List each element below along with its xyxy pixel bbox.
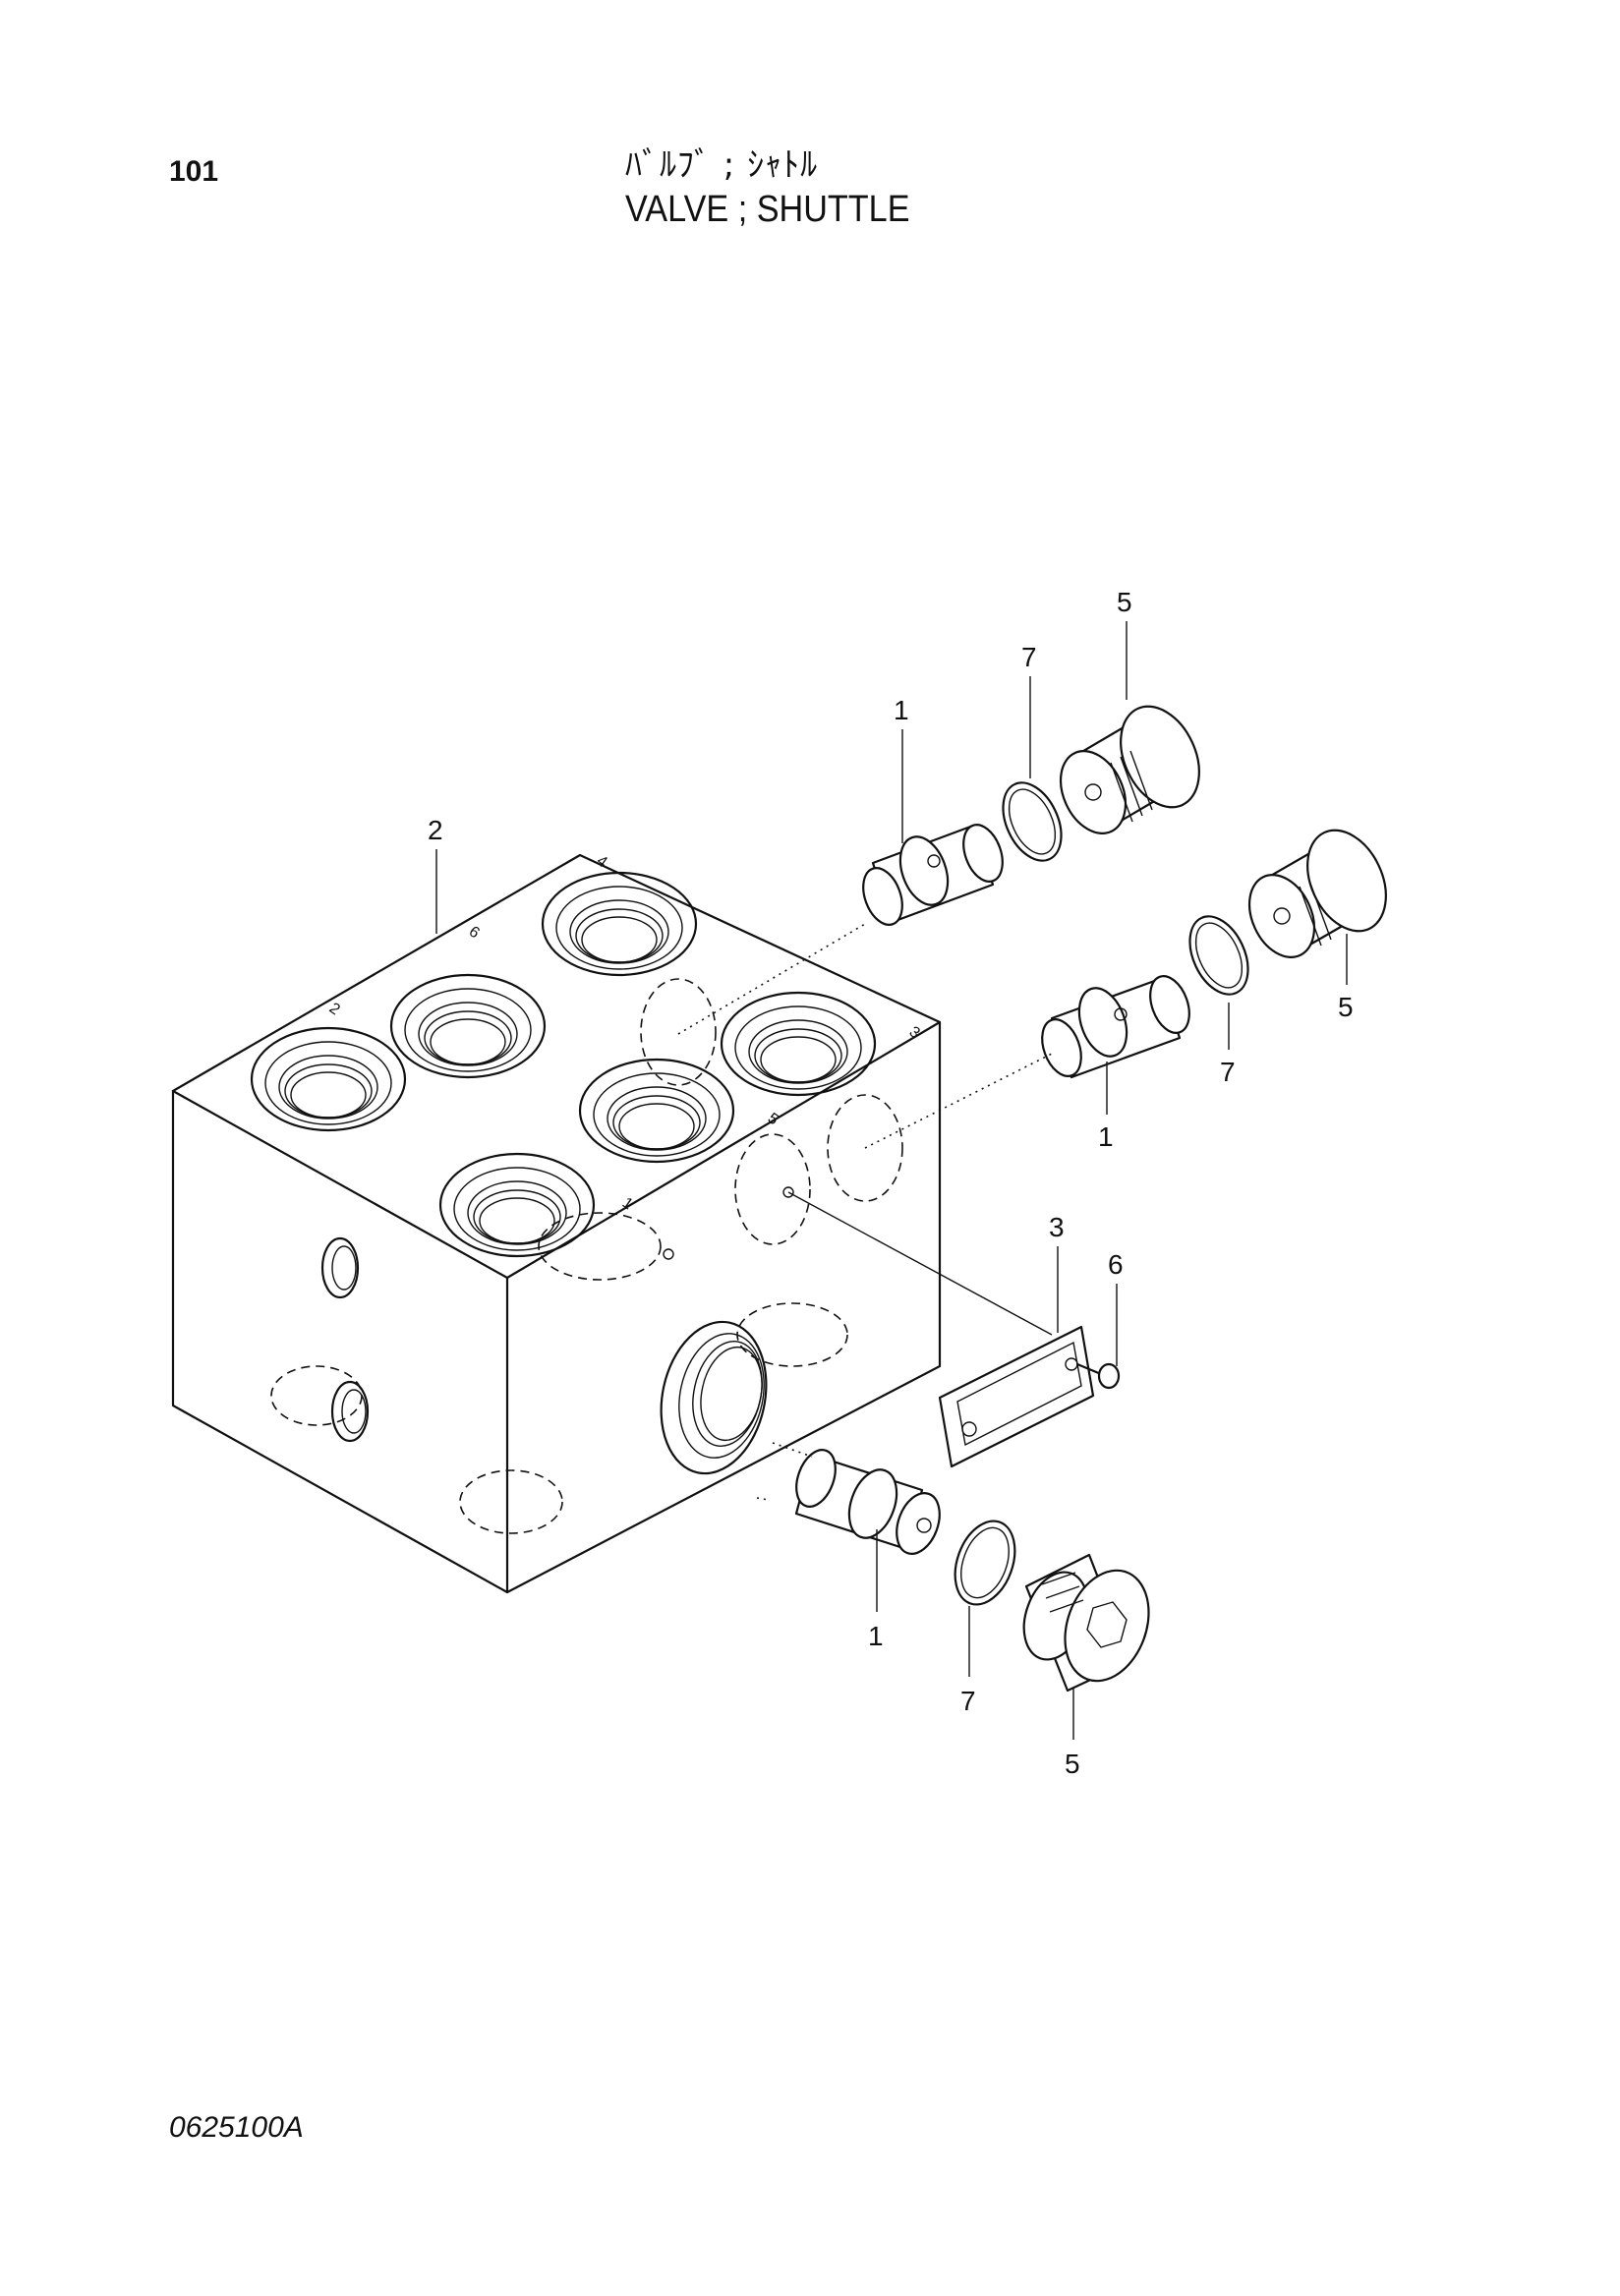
shuttle-valve-1-upper	[862, 824, 1004, 926]
top-port-6	[389, 973, 547, 1079]
callout-7-upper: 7	[1021, 642, 1037, 672]
plug-5-middle	[1247, 829, 1387, 958]
callout-1-lower: 1	[868, 1621, 884, 1651]
top-port-3	[720, 991, 877, 1097]
o-ring-7-middle	[1188, 915, 1249, 996]
page-number: 101	[169, 155, 219, 188]
callout-5-lower: 5	[1065, 1749, 1080, 1779]
top-port-5	[578, 1058, 735, 1164]
screw-6	[1075, 1362, 1121, 1390]
plug-5-upper	[1059, 705, 1200, 834]
callout-1-upper: 1	[894, 695, 909, 725]
side-port-large	[660, 1320, 768, 1475]
plug-5-lower	[1022, 1553, 1150, 1693]
callout-2-block: 2	[428, 815, 443, 845]
callout-5-upper: 5	[1117, 587, 1132, 617]
shuttle-valve-1-middle	[1041, 975, 1190, 1079]
top-port-4	[541, 871, 698, 977]
o-ring-7-lower	[954, 1520, 1016, 1606]
callout-7-middle: 7	[1220, 1057, 1236, 1087]
callout-6-screw: 6	[1108, 1249, 1124, 1280]
callout-7-lower: 7	[960, 1686, 976, 1716]
top-port-1	[438, 1152, 596, 1258]
o-ring-7-upper	[1002, 781, 1063, 862]
callout-1-middle: 1	[1098, 1121, 1114, 1152]
title-english: VALVE ; SHUTTLE	[625, 189, 910, 230]
title-japanese: ﾊﾞﾙﾌﾞ ; ｼｬﾄﾙ	[625, 145, 819, 185]
callout-5-middle: 5	[1338, 992, 1354, 1022]
callout-3-plate: 3	[1049, 1212, 1065, 1242]
shuttle-valve-1-lower	[794, 1449, 941, 1555]
valve-block: 4 6 2 3 5 1	[171, 852, 942, 1594]
name-plate-3	[938, 1325, 1095, 1468]
left-face-ports	[270, 1236, 563, 1534]
drawing-code: 0625100A	[169, 2111, 304, 2144]
top-port-2	[250, 1026, 407, 1132]
